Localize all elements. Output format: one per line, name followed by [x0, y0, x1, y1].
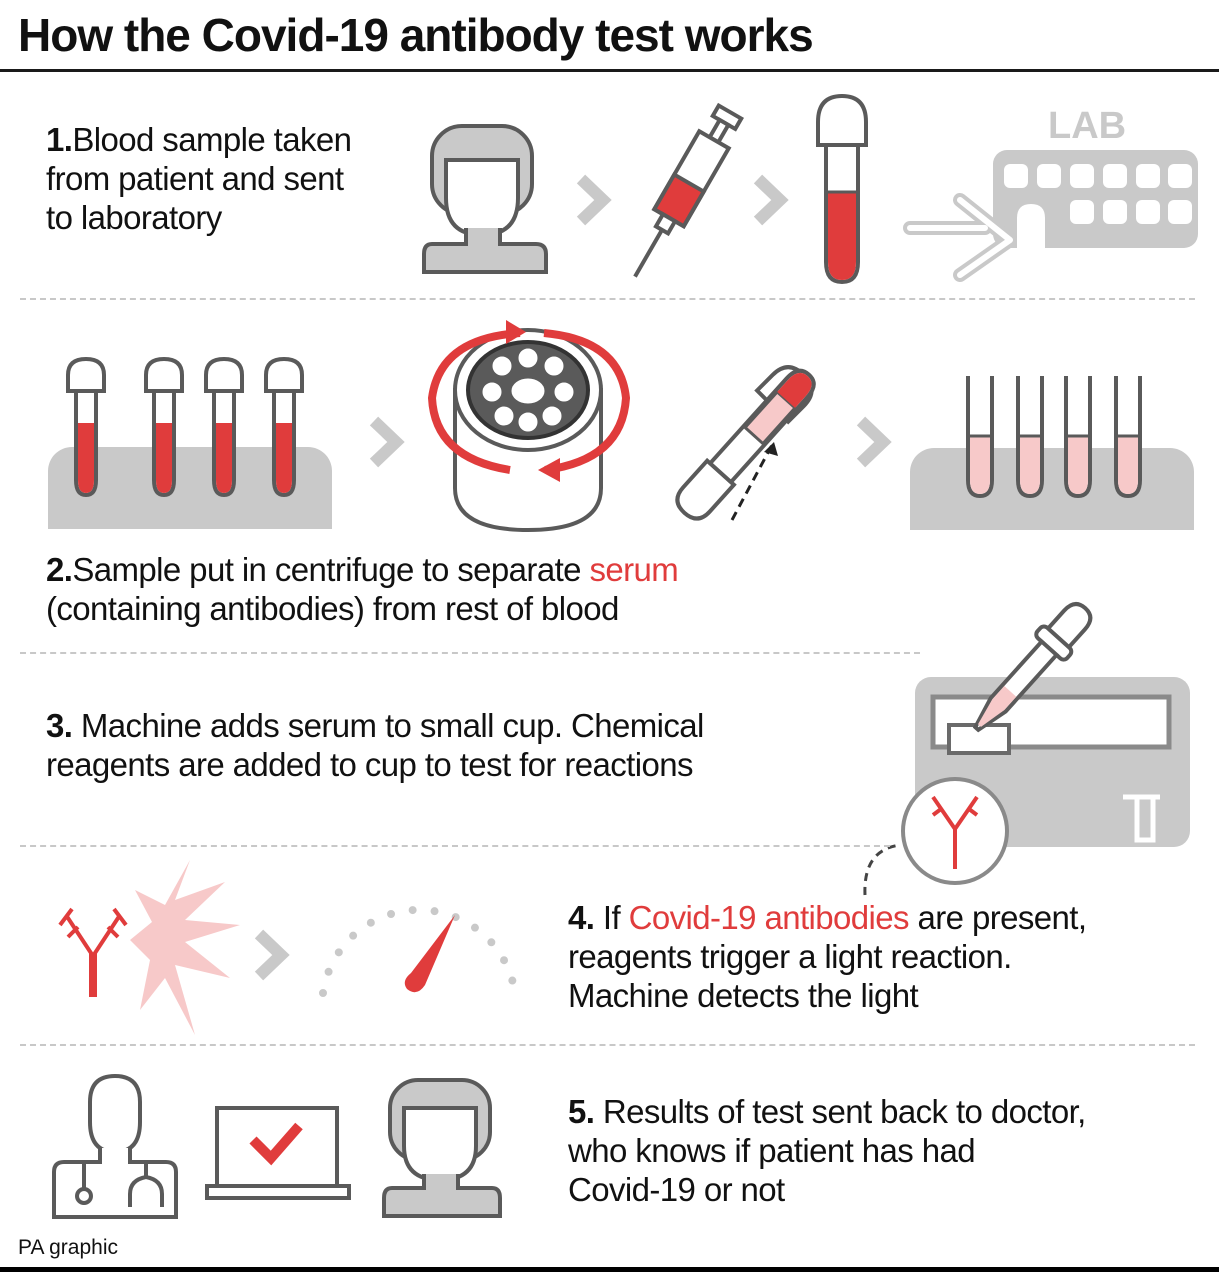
tube-rack-icon [48, 356, 332, 529]
step-number: 1. [46, 121, 73, 158]
pipette-icon [972, 602, 1093, 733]
syringe-icon [633, 102, 744, 278]
separated-tube-icon [675, 365, 816, 521]
doctor-icon [52, 1073, 178, 1219]
blood-tube-icon [816, 93, 868, 285]
lab-label: LAB [1048, 105, 1126, 147]
patient-icon [382, 1078, 502, 1218]
step-5-text: 5. Results of test sent back to doctor, … [568, 1093, 1086, 1208]
gauge-icon [319, 905, 519, 997]
divider [20, 845, 890, 847]
chevron-icon [254, 929, 290, 981]
divider [20, 298, 1195, 300]
credit: PA graphic [18, 1236, 119, 1259]
laptop-check-icon [205, 1106, 351, 1200]
lab-building-icon: LAB [903, 105, 1198, 282]
step-3-text: 3. Machine adds serum to small cup. Chem… [46, 707, 704, 783]
test-machine-icon [863, 602, 1190, 896]
centrifuge-icon [427, 320, 631, 533]
chevron-icon [576, 174, 612, 226]
antibody-magnifier-icon [901, 777, 1009, 885]
antibody-icon [58, 907, 128, 997]
serum-highlight: serum [589, 551, 679, 588]
divider [20, 1044, 1195, 1046]
patient-icon [422, 124, 548, 274]
page-title: How the Covid-19 antibody test works [18, 9, 814, 61]
chevron-icon [856, 416, 892, 468]
bottom-rule [0, 1267, 1219, 1272]
divider [20, 652, 920, 654]
step-1-text: 1.Blood sample taken from patient and se… [46, 121, 352, 236]
antibodies-highlight: Covid-19 antibodies [628, 899, 910, 936]
chevron-icon [369, 416, 405, 468]
serum-rack-icon [910, 376, 1194, 530]
step-2-text: 2.Sample put in centrifuge to separate s… [46, 551, 679, 627]
step-4-text: 4. If Covid-19 antibodies are present, r… [568, 899, 1087, 1014]
chevron-icon [753, 174, 789, 226]
title-rule [0, 69, 1219, 72]
light-burst-icon [130, 860, 240, 1035]
